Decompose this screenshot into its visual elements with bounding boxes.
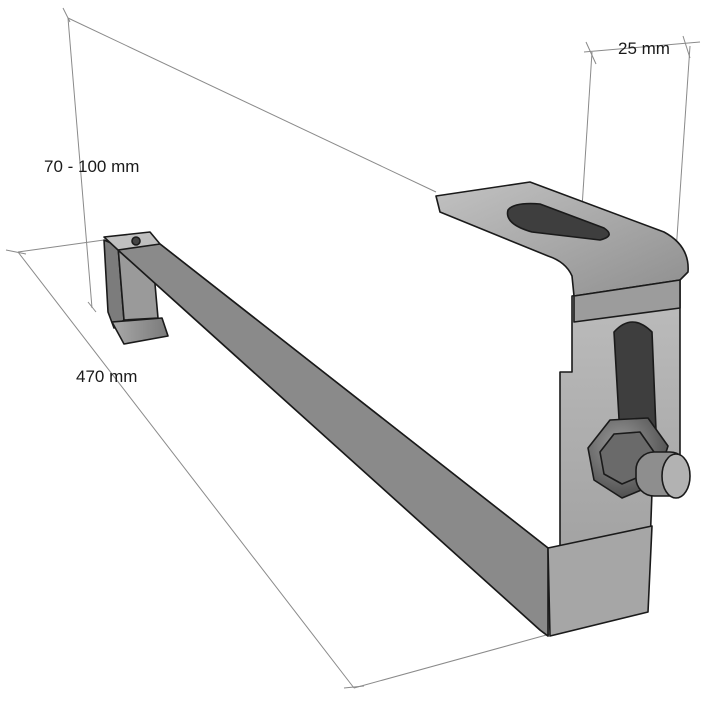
hook-foot-bottom [111, 317, 169, 345]
top-extension-line [67, 17, 437, 193]
mount-bracket-front [573, 279, 681, 323]
length-dimension-label: 470 mm [76, 367, 138, 386]
width-dimension-line [583, 41, 701, 53]
length-extension-left [17, 239, 105, 253]
roof-hook [103, 181, 691, 637]
width-tick-left [585, 41, 597, 65]
hook-arm-edge [117, 243, 549, 637]
hook-lower-block [547, 525, 653, 637]
height-tick-bottom [87, 301, 97, 313]
height-dimension-line [67, 17, 93, 309]
width-tick-right [682, 35, 691, 59]
mount-slot-top [506, 202, 610, 241]
length-dimension-line [17, 251, 355, 689]
bolt-end [661, 453, 691, 499]
height-tick-top [62, 7, 71, 23]
width-extension-right [675, 45, 691, 253]
length-tick-left [5, 249, 27, 255]
length-extension-right [353, 633, 551, 689]
hook-bolt-hole [131, 236, 141, 246]
mount-bracket-top [435, 181, 689, 297]
height-dimension-label: 70 - 100 mm [44, 157, 140, 176]
mount-slot-front [613, 321, 657, 437]
width-dimension-label: 25 mm [618, 39, 670, 58]
